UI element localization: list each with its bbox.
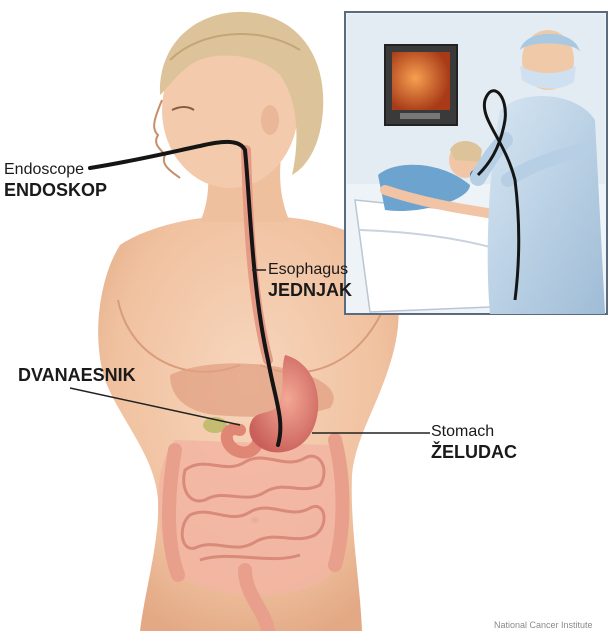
- credit-text: National Cancer Institute: [494, 620, 593, 630]
- esophagus-label-en: Esophagus: [268, 262, 348, 278]
- duodenum-label-hr: DVANAESNIK: [18, 366, 136, 384]
- stomach-label-hr: ŽELUDAC: [431, 443, 517, 461]
- procedure-inset: [345, 12, 607, 314]
- monitor-icon: [385, 45, 457, 125]
- stomach-label-en: Stomach: [431, 424, 494, 440]
- esophagus-label-hr: JEDNJAK: [268, 281, 352, 299]
- endoscope-label-en: Endoscope: [4, 162, 84, 178]
- endoscope-label-hr: ENDOSKOP: [4, 181, 107, 199]
